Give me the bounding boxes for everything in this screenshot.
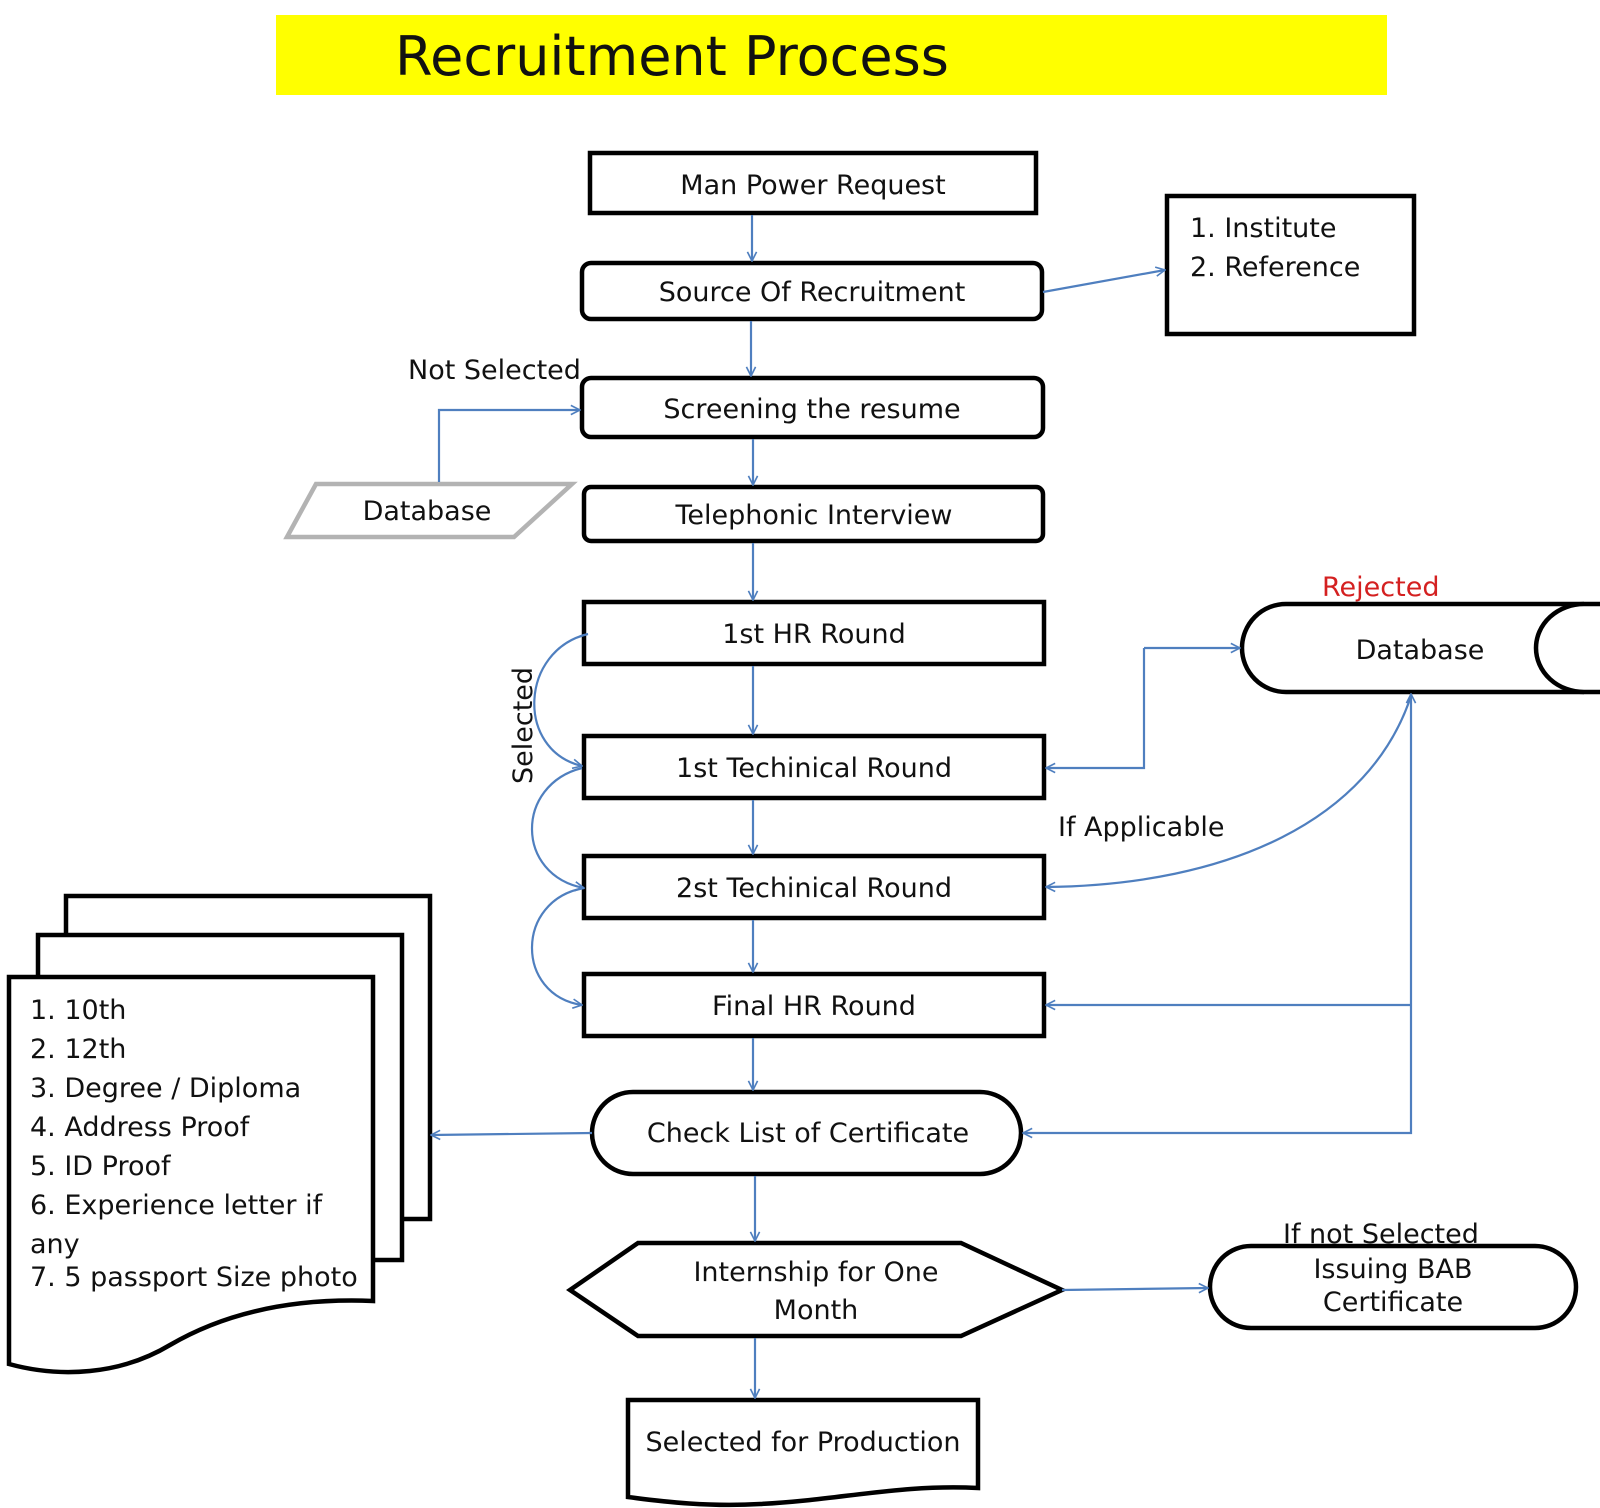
check-list-label: Check List of Certificate bbox=[647, 1118, 969, 1149]
if-applicable-label: If Applicable bbox=[1058, 812, 1224, 843]
sources-list-item: 2. Reference bbox=[1190, 252, 1360, 283]
check-list-terminator: Check List of Certificate bbox=[589, 1089, 1024, 1177]
database-left-parallelogram: Database bbox=[283, 481, 578, 540]
arrow-internship-to-bab bbox=[1061, 1288, 1208, 1290]
if-not-selected-label: If not Selected bbox=[1283, 1219, 1479, 1250]
certificate-list-item: 4. Address Proof bbox=[30, 1112, 251, 1143]
certificate-list-item: 3. Degree / Diploma bbox=[30, 1073, 301, 1104]
arrow-database-to-tech1 bbox=[1046, 648, 1146, 768]
database-right-storage: Database bbox=[1239, 601, 1600, 695]
arrow-checklist-to-certificates bbox=[431, 1133, 593, 1135]
curve-hr1-to-tech1 bbox=[533, 632, 589, 766]
screening-resume-box: Screening the resume bbox=[579, 375, 1046, 440]
final-hr-round-box: Final HR Round bbox=[581, 971, 1047, 1039]
first-technical-round-box: 1st Techinical Round bbox=[581, 733, 1047, 801]
arrow-database-to-checklist bbox=[1023, 1005, 1413, 1133]
screening-resume-label: Screening the resume bbox=[663, 394, 960, 425]
issuing-bab-label-line1: Issuing BAB bbox=[1313, 1254, 1472, 1285]
certificate-list-item: 6. Experience letter if bbox=[30, 1190, 324, 1221]
certificate-list-item: any bbox=[30, 1229, 80, 1260]
telephonic-interview-label: Telephonic Interview bbox=[675, 500, 953, 531]
page-title: Recruitment Process bbox=[395, 25, 949, 88]
certificate-list-item: 2. 12th bbox=[30, 1034, 126, 1065]
database-left-label: Database bbox=[363, 496, 492, 527]
internship-label-line2: Month bbox=[774, 1295, 859, 1326]
title-band bbox=[276, 15, 1387, 95]
certificates-multidocument: 1. 10th 2. 12th 3. Degree / Diploma 4. A… bbox=[6, 893, 433, 1375]
database-right-label: Database bbox=[1356, 635, 1485, 666]
issuing-bab-terminator: Issuing BAB Certificate bbox=[1207, 1243, 1579, 1331]
selected-label: Selected bbox=[508, 667, 539, 784]
second-technical-round-box: 2st Techinical Round bbox=[581, 853, 1047, 921]
sources-list-item: 1. Institute bbox=[1190, 213, 1336, 244]
internship-hexagon: Internship for One Month bbox=[566, 1240, 1068, 1339]
sources-list-box: 1. Institute 2. Reference bbox=[1164, 193, 1417, 337]
curve-tech2-to-final-hr bbox=[530, 886, 585, 1005]
first-technical-round-label: 1st Techinical Round bbox=[676, 753, 952, 784]
issuing-bab-label-line2: Certificate bbox=[1323, 1287, 1463, 1318]
rejected-label: Rejected bbox=[1322, 572, 1439, 603]
certificate-list-item: 5. ID Proof bbox=[30, 1151, 172, 1182]
arrow-source-to-sources-list bbox=[1042, 270, 1165, 294]
selected-for-production-document: Selected for Production bbox=[625, 1397, 981, 1508]
source-of-recruitment-label: Source Of Recruitment bbox=[659, 277, 966, 308]
not-selected-label: Not Selected bbox=[408, 355, 581, 386]
telephonic-interview-box: Telephonic Interview bbox=[581, 484, 1046, 544]
final-hr-round-label: Final HR Round bbox=[712, 991, 916, 1022]
certificate-list-item: 7. 5 passport Size photo bbox=[30, 1262, 358, 1293]
source-of-recruitment-box: Source Of Recruitment bbox=[579, 260, 1045, 322]
internship-label-line1: Internship for One bbox=[693, 1257, 938, 1288]
first-hr-round-label: 1st HR Round bbox=[722, 619, 906, 650]
selected-for-production-label: Selected for Production bbox=[646, 1427, 961, 1458]
second-technical-round-label: 2st Techinical Round bbox=[676, 873, 952, 904]
certificate-list-item: 1. 10th bbox=[30, 995, 126, 1026]
man-power-request-label: Man Power Request bbox=[680, 170, 945, 201]
man-power-request-box: Man Power Request bbox=[587, 150, 1039, 216]
curve-tech1-to-tech2 bbox=[530, 766, 584, 888]
arrow-not-selected-database bbox=[437, 410, 580, 482]
arrow-database-to-tech2 bbox=[1046, 695, 1413, 887]
first-hr-round-box: 1st HR Round bbox=[581, 599, 1047, 667]
